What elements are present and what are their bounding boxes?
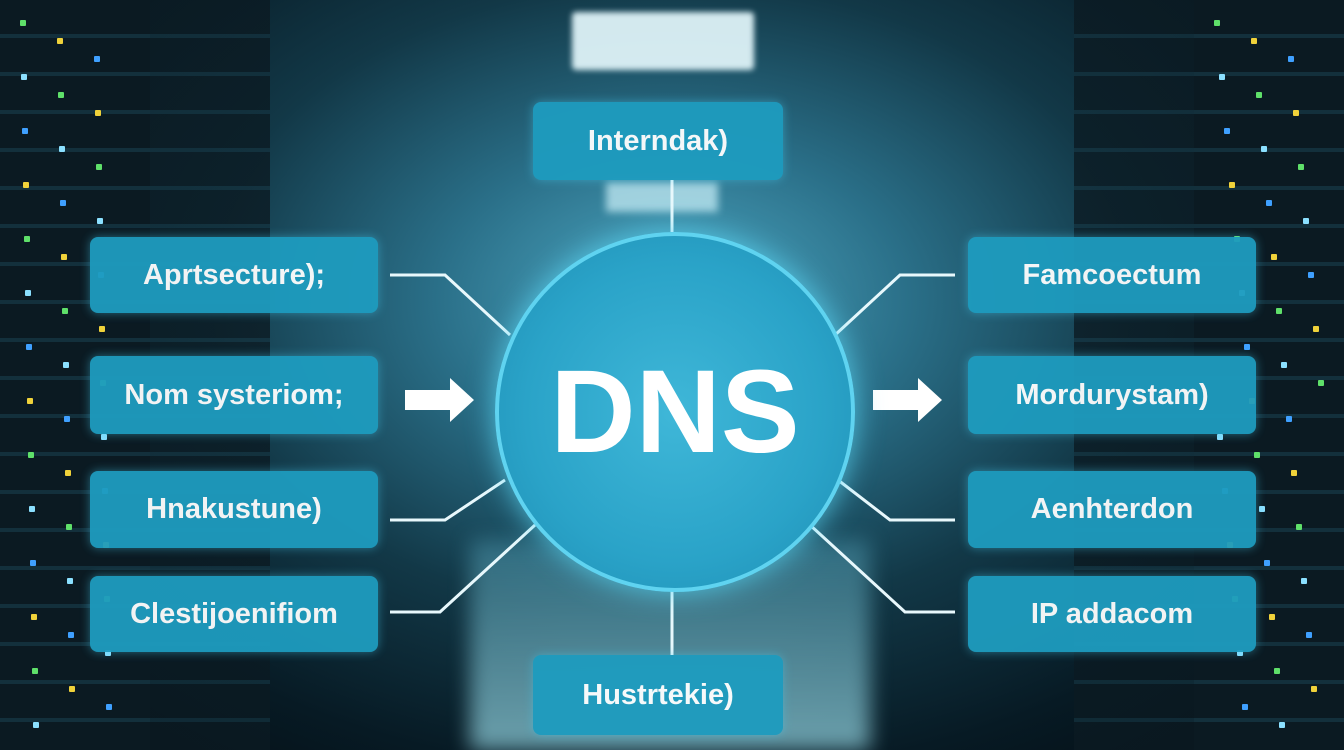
rack-led	[1251, 38, 1257, 44]
node-right-2: Mordurystam)	[968, 356, 1256, 434]
rack-led	[105, 650, 111, 656]
rack-led	[1279, 722, 1285, 728]
rack-led	[101, 434, 107, 440]
rack-led	[58, 92, 64, 98]
dns-hub: DNS	[495, 232, 855, 592]
rack-led	[24, 236, 30, 242]
rack-led	[96, 164, 102, 170]
rack-led	[1256, 92, 1262, 98]
rack-led	[61, 254, 67, 260]
node-right-4: IP addacom	[968, 576, 1256, 652]
node-label: IP addacom	[1030, 597, 1194, 630]
rack-led	[1281, 362, 1287, 368]
rack-led	[1219, 74, 1225, 80]
arrow-right-icon	[873, 378, 942, 422]
rack-led	[31, 614, 37, 620]
node-left-3: Hnakustune)	[90, 471, 378, 548]
rack-led	[1271, 254, 1277, 260]
rack-led	[27, 398, 33, 404]
node-top: Interndak)	[533, 102, 783, 180]
rack-led	[1229, 182, 1235, 188]
node-right-3: Aenhterdon	[968, 471, 1256, 548]
rack-led	[67, 578, 73, 584]
rack-led	[64, 416, 70, 422]
node-bottom: Hustrtekie)	[533, 655, 783, 735]
node-label: Hustrtekie)	[582, 678, 734, 711]
node-left-4: Clestijoenifiom	[90, 576, 378, 652]
node-label: Famcoectum	[1022, 258, 1202, 291]
rack-led	[1224, 128, 1230, 134]
rack-led	[57, 38, 63, 44]
node-left-1: Aprtsecture);	[90, 237, 378, 313]
rack-led	[106, 704, 112, 710]
rack-led	[26, 344, 32, 350]
node-label: Hnakustune)	[146, 493, 322, 525]
rack-led	[1259, 506, 1265, 512]
rack-led	[1214, 20, 1220, 26]
rack-led	[1311, 686, 1317, 692]
rack-led	[1308, 272, 1314, 278]
node-label: Mordurystam)	[1015, 378, 1209, 411]
rack-led	[66, 524, 72, 530]
rack-led	[1293, 110, 1299, 116]
rack-led	[1318, 380, 1324, 386]
rack-led	[1264, 560, 1270, 566]
rack-led	[1313, 326, 1319, 332]
rack-led	[21, 74, 27, 80]
rack-led	[30, 560, 36, 566]
rack-led	[1237, 650, 1243, 656]
rack-led	[1274, 668, 1280, 674]
node-label: Aprtsecture);	[142, 258, 326, 291]
rack-led	[69, 686, 75, 692]
rack-led	[1217, 434, 1223, 440]
rack-led	[94, 56, 100, 62]
rack-led	[22, 128, 28, 134]
rack-led	[68, 632, 74, 638]
rack-led	[23, 182, 29, 188]
rack-led	[62, 308, 68, 314]
node-label: Interndak)	[587, 124, 729, 157]
rack-led	[33, 722, 39, 728]
rack-led	[1298, 164, 1304, 170]
rack-led	[1306, 632, 1312, 638]
rack-led	[59, 146, 65, 152]
rack-led	[99, 326, 105, 332]
rack-led	[1296, 524, 1302, 530]
rack-led	[60, 200, 66, 206]
rack-led	[95, 110, 101, 116]
rack-led	[1244, 344, 1250, 350]
rack-led	[1266, 200, 1272, 206]
rack-led	[1269, 614, 1275, 620]
rack-led	[20, 20, 26, 26]
rack-led	[1303, 218, 1309, 224]
rack-led	[32, 668, 38, 674]
arrow-right-icon	[405, 378, 474, 422]
node-label: Nom systeriom;	[124, 378, 344, 411]
rack-led	[1301, 578, 1307, 584]
rack-led	[1288, 56, 1294, 62]
rack-led	[1286, 416, 1292, 422]
rack-led	[1276, 308, 1282, 314]
rack-led	[29, 506, 35, 512]
rack-led	[97, 218, 103, 224]
hub-label: DNS	[550, 346, 800, 478]
rack-led	[28, 452, 34, 458]
node-right-1: Famcoectum	[968, 237, 1256, 313]
node-label: Aenhterdon	[1030, 493, 1194, 525]
rack-led	[1254, 452, 1260, 458]
ceiling-light-far	[606, 182, 718, 212]
rack-led	[1242, 704, 1248, 710]
node-left-2: Nom systeriom;	[90, 356, 378, 434]
rack-led	[63, 362, 69, 368]
ceiling-light	[572, 12, 754, 70]
rack-led	[1291, 470, 1297, 476]
node-label: Clestijoenifiom	[130, 597, 338, 630]
rack-led	[65, 470, 71, 476]
rack-led	[25, 290, 31, 296]
rack-led	[1261, 146, 1267, 152]
